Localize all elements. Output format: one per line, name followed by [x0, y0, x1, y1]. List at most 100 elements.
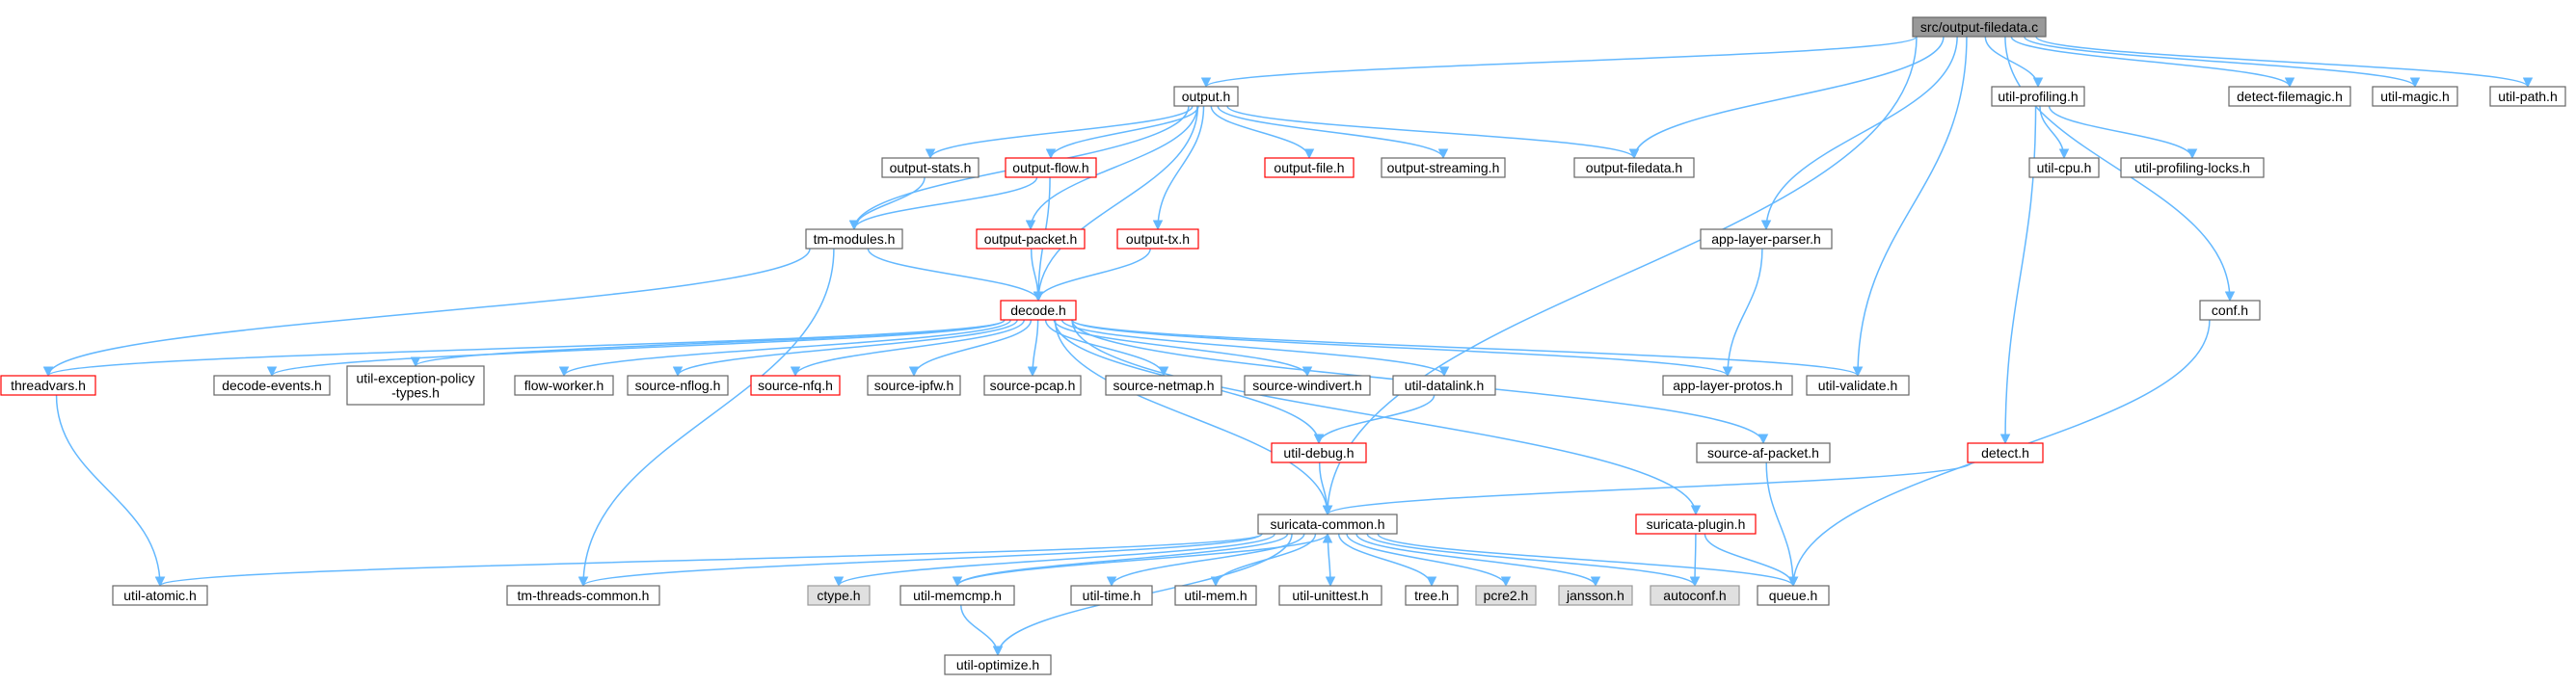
node-label: threadvars.h: [11, 378, 86, 393]
edge-suricata-plugin-to-autoconf: [1689, 533, 1701, 588]
node-decode-events[interactable]: decode-events.h: [213, 375, 331, 396]
node-suricata-plugin[interactable]: suricata-plugin.h: [1635, 514, 1757, 535]
node-output-streaming[interactable]: output-streaming.h: [1381, 157, 1506, 178]
node-util-datalink[interactable]: util-datalink.h: [1392, 375, 1496, 396]
edge-suricata-common-to-pcre2: [1346, 533, 1512, 588]
node-box: [514, 375, 614, 396]
node-label: source-nflog.h: [635, 378, 721, 393]
node-source-ipfw[interactable]: source-ipfw.h: [867, 375, 961, 396]
edge-output-to-output-streaming: [1217, 105, 1449, 160]
node-util-memcmp[interactable]: util-memcmp.h: [899, 585, 1015, 606]
edge-tm-modules-to-tm-threads-common: [577, 248, 835, 588]
edge-suricata-common-to-tm-threads-common: [578, 533, 1263, 588]
node-label: source-windivert.h: [1252, 378, 1362, 393]
node-label: util-debug.h: [1283, 445, 1354, 461]
node-source-nflog[interactable]: source-nflog.h: [627, 375, 729, 396]
node-util-profiling-locks[interactable]: util-profiling-locks.h: [2120, 157, 2265, 178]
node-box: [1116, 228, 1199, 250]
node-output-tx[interactable]: output-tx.h: [1116, 228, 1199, 250]
edge-output-flow-to-tm-modules: [848, 176, 1038, 231]
edge-decode-to-app-layer-protos: [1071, 319, 1733, 378]
edge-threadvars-to-util-atomic: [55, 394, 166, 588]
node-output-flow[interactable]: output-flow.h: [1005, 157, 1097, 178]
node-decode[interactable]: decode.h: [1000, 300, 1077, 321]
edge-root-to-detect-filemagic: [2010, 36, 2295, 89]
node-jansson[interactable]: jansson.h: [1558, 585, 1633, 606]
node-source-windivert[interactable]: source-windivert.h: [1244, 375, 1371, 396]
node-autoconf[interactable]: autoconf.h: [1650, 585, 1740, 606]
node-source-af-packet[interactable]: source-af-packet.h: [1696, 442, 1831, 463]
node-util-exception-policy-types[interactable]: util-exception-policy-types.h: [346, 365, 485, 406]
node-box: [2228, 86, 2351, 107]
node-util-validate[interactable]: util-validate.h: [1806, 375, 1910, 396]
edge-root-to-util-path: [2035, 36, 2534, 89]
node-tm-threads-common[interactable]: tm-threads-common.h: [506, 585, 660, 606]
node-app-layer-protos[interactable]: app-layer-protos.h: [1662, 375, 1793, 396]
edge-root-to-util-validate: [1852, 36, 1968, 378]
node-flow-worker[interactable]: flow-worker.h: [514, 375, 614, 396]
node-box: [1662, 375, 1793, 396]
node-source-nfq[interactable]: source-nfq.h: [750, 375, 841, 396]
node-pcre2[interactable]: pcre2.h: [1475, 585, 1537, 606]
node-root[interactable]: src/output-filedata.c: [1912, 16, 2047, 38]
node-source-netmap[interactable]: source-netmap.h: [1105, 375, 1222, 396]
node-util-atomic[interactable]: util-atomic.h: [112, 585, 208, 606]
node-util-path[interactable]: util-path.h: [2489, 86, 2566, 107]
node-output-packet[interactable]: output-packet.h: [976, 228, 1086, 250]
node-tree[interactable]: tree.h: [1405, 585, 1459, 606]
node-box: [807, 585, 871, 606]
edge-decode-to-source-ipfw: [908, 319, 1033, 378]
node-tm-modules[interactable]: tm-modules.h: [805, 228, 903, 250]
node-util-time[interactable]: util-time.h: [1070, 585, 1153, 606]
node-app-layer-parser[interactable]: app-layer-parser.h: [1700, 228, 1833, 250]
edge-decode-to-threadvars: [43, 319, 1006, 378]
node-box: [1070, 585, 1153, 606]
node-suricata-common[interactable]: suricata-common.h: [1257, 514, 1398, 535]
node-output[interactable]: output.h: [1173, 86, 1239, 107]
node-label: jansson.h: [1566, 588, 1624, 603]
node-label: util-cpu.h: [2037, 160, 2092, 175]
node-detect[interactable]: detect.h: [1967, 442, 2044, 463]
node-output-filedata[interactable]: output-filedata.h: [1573, 157, 1695, 178]
node-output-stats[interactable]: output-stats.h: [881, 157, 979, 178]
node-box: [1405, 585, 1459, 606]
node-label: util-profiling.h: [1998, 89, 2078, 104]
edge-decode-to-source-netmap: [1044, 319, 1169, 378]
edge-decode-to-source-nfq: [790, 319, 1026, 378]
edge-output-stats-to-tm-modules: [848, 176, 926, 231]
edge-root-to-app-layer-parser: [1760, 36, 1958, 231]
node-conf[interactable]: conf.h: [2199, 300, 2261, 321]
node-source-pcap[interactable]: source-pcap.h: [983, 375, 1082, 396]
node-queue[interactable]: queue.h: [1757, 585, 1830, 606]
edge-util-profiling-to-util-cpu: [2039, 105, 2070, 160]
node-label: output.h: [1182, 89, 1231, 104]
node-box: [0, 375, 96, 396]
node-label-line: util-exception-policy: [357, 371, 475, 386]
node-label: tm-threads-common.h: [518, 588, 650, 603]
node-label: output-stats.h: [890, 160, 972, 175]
node-label: source-pcap.h: [990, 378, 1076, 393]
node-detect-filemagic[interactable]: detect-filemagic.h: [2228, 86, 2351, 107]
node-util-cpu[interactable]: util-cpu.h: [2028, 157, 2100, 178]
node-label: source-af-packet.h: [1707, 445, 1819, 461]
node-box: [2489, 86, 2566, 107]
node-util-mem[interactable]: util-mem.h: [1174, 585, 1257, 606]
node-util-debug[interactable]: util-debug.h: [1271, 442, 1367, 463]
node-box: [2120, 157, 2265, 178]
node-box: [627, 375, 729, 396]
node-label: detect.h: [1981, 445, 2029, 461]
node-util-magic[interactable]: util-magic.h: [2372, 86, 2458, 107]
node-ctype[interactable]: ctype.h: [807, 585, 871, 606]
node-label: output-filedata.h: [1586, 160, 1682, 175]
node-util-profiling[interactable]: util-profiling.h: [1991, 86, 2085, 107]
edge-util-memcmp-to-suricata-common: [956, 532, 1333, 587]
node-output-file[interactable]: output-file.h: [1264, 157, 1355, 178]
edge-decode-to-util-validate: [1071, 319, 1863, 378]
node-util-optimize[interactable]: util-optimize.h: [944, 654, 1052, 675]
node-label: decode-events.h: [222, 378, 322, 393]
node-util-unittest[interactable]: util-unittest.h: [1278, 585, 1382, 606]
node-threadvars[interactable]: threadvars.h: [0, 375, 96, 396]
node-label: util-memcmp.h: [913, 588, 1002, 603]
edge-root-to-conf: [2004, 36, 2236, 303]
node-label: output-packet.h: [984, 231, 1078, 247]
